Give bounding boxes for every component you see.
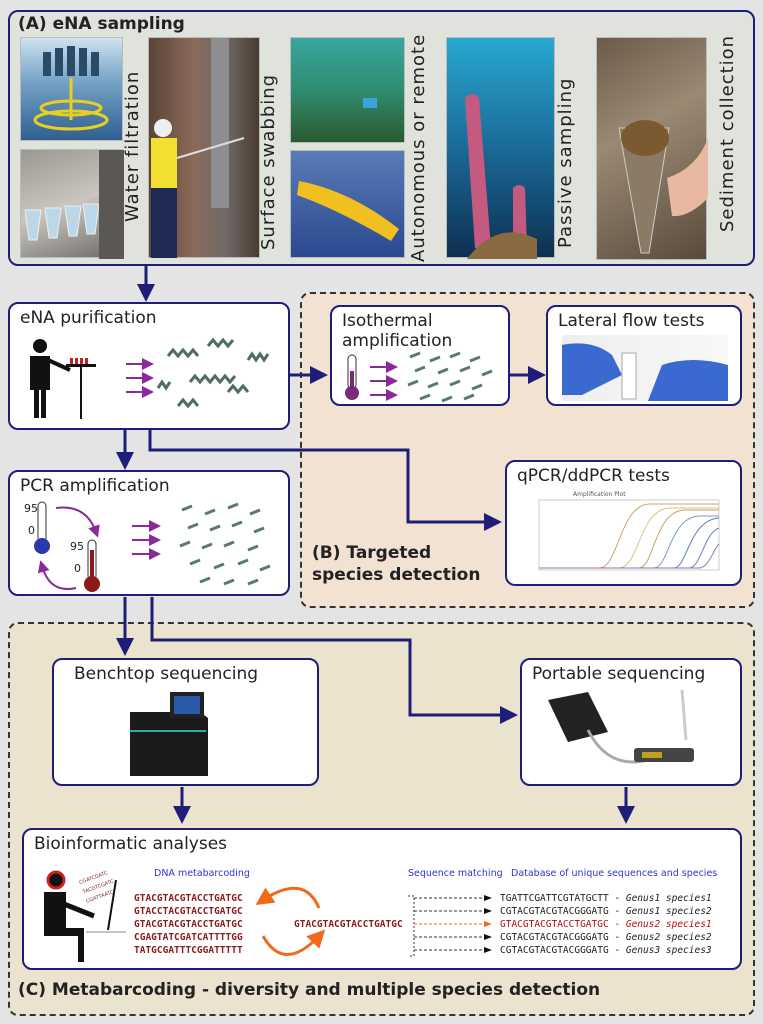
isothermal-illustration [345,351,493,403]
hot-thermometer-icon [84,539,100,592]
db-species: Genus2 species2 [625,932,712,943]
consensus-sequence: GTACGTACGTACCTGATGC [294,919,403,930]
filtration-funnels-photo [20,149,124,259]
db-sequence: CGTACGTACGTACGGGATG [500,932,609,943]
pcr-title: PCR amplification [20,476,170,496]
analyst-at-computer-icon [44,870,126,962]
isothermal-line2: amplification [342,331,453,351]
purification-box: eNA purification [8,302,290,430]
scientist-icon [30,339,96,419]
database-entry: CGTACGTACGTACGGGATG - Genus1 species2 [500,906,712,917]
temp-high-label-1: 95 [24,502,38,515]
db-sequence: TGATTCGATTCGTATGCTT [500,893,609,904]
pcr-illustration [34,501,271,592]
sponge-photo [446,37,555,259]
sediment-core-photo [596,37,708,260]
bioinformatics-box: Bioinformatic analyses CGATCGATC TACGTCG… [22,828,742,970]
read: GTACGTACGTACCTGATGC [134,919,243,930]
thermometer-icon [345,354,359,400]
lateral-flow-box: Lateral flow tests [546,305,742,406]
database-entry: CGTACGTACGTACGGGATG - Genus3 species3 [500,945,712,956]
amplicons-icon [407,351,493,403]
db-species: Genus1 species1 [625,893,712,904]
db-species: Genus1 species2 [625,906,712,917]
cycle-arrows-icon [37,506,100,590]
amplification-plot [538,499,720,571]
reads-list: GTACGTACGTACCTGATGC GTACCTACGTACCTGATGC … [134,892,243,957]
portable-title: Portable sequencing [532,664,706,684]
temp-low-label-1: 0 [28,524,35,537]
pcr-box: PCR amplification 95 0 95 0 [8,470,290,596]
benchtop-box: Benchtop sequencing [52,658,319,786]
database-entry: CGTACGTACGTACGGGATG - Genus2 species2 [500,932,712,943]
db-species: Genus3 species3 [625,945,712,956]
water-sampler-photo [20,37,123,141]
panel-c-title: (C) Metabarcoding - diversity and multip… [18,980,601,1000]
read: GTACCTACGTACCTGATGC [134,906,243,917]
database-label: Database of unique sequences and species [511,868,718,879]
benchtop-title: Benchtop sequencing [74,664,259,684]
arrow-pcr-to-portable [150,597,518,724]
read: GTACGTACGTACCTGATGC [134,893,243,904]
amplicons-icon [179,502,271,586]
read: TATGCGATTTCGGATTTTT [134,945,243,956]
amplification-plot-title: Amplification Plot [573,491,626,498]
panel-b-title-line1: (B) Targeted [312,543,432,563]
qpcr-box: qPCR/ddPCR tests Amplification Plot [505,460,742,586]
swabbing-photo [148,37,260,258]
lateral-flow-photo [562,335,728,401]
panel-b-title-line2: species detection [312,565,481,585]
database-entry-match: GTACGTACGTACCTGATGC - Genus2 species1 [500,919,712,930]
cold-thermometer-icon [34,501,50,554]
read: CGAGTATCGATCATTTTGG [134,932,243,943]
rov-photo [290,37,405,143]
dna-strands-icon [156,337,270,409]
db-sequence: GTACGTACGTACCTGATGC [500,919,609,930]
database-list: TGATTCGATTCGTATGCTT - Genus1 species1 CG… [500,892,712,957]
db-species: Genus2 species1 [625,919,712,930]
db-sequence: CGTACGTACGTACGGGATG [500,906,609,917]
db-sequence: CGTACGTACGTACGGGATG [500,945,609,956]
bioinformatics-title: Bioinformatic analyses [34,834,228,854]
arrow-purification-to-qpcr [148,430,502,531]
isothermal-line1: Isothermal [342,311,433,331]
sequence-matching-label: Sequence matching [408,868,503,879]
clustering-cycle-icon [255,886,326,956]
qpcr-title: qPCR/ddPCR tests [517,466,670,486]
dna-metabarcoding-label: DNA metabarcoding [154,868,250,879]
auv-photo [290,150,405,258]
benchtop-sequencer-icon [130,692,208,776]
temp-low-label-2: 0 [74,562,81,575]
purification-title: eNA purification [20,308,157,328]
portable-sequencer-icon [548,690,694,764]
temp-high-label-2: 95 [70,540,84,553]
purification-illustration [30,337,270,419]
matching-arrows [408,895,492,957]
database-entry: TGATTCGATTCGTATGCTT - Genus1 species1 [500,893,712,904]
lateral-flow-title: Lateral flow tests [558,311,705,331]
purple-arrows-icon [126,358,154,398]
portable-box: Portable sequencing [520,658,742,786]
panel-a-title: (A) eNA sampling [18,14,185,34]
